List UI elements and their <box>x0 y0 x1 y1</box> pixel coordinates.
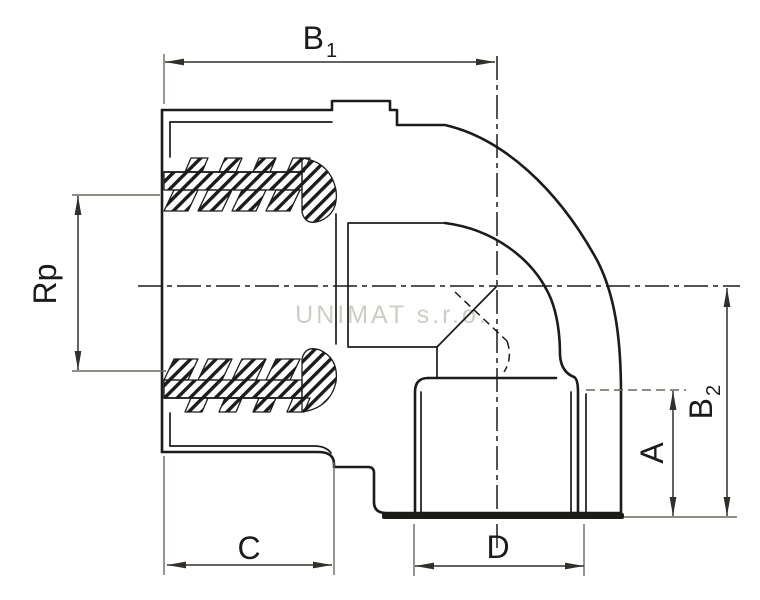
watermark-text: UNIMAT s.r.o. <box>295 301 489 329</box>
thread-band <box>163 171 303 191</box>
dimension-b2: B 2 <box>624 288 737 518</box>
extension-line <box>413 524 585 576</box>
inner-elbow-arc <box>443 221 576 379</box>
cone-edge <box>436 286 497 348</box>
thread-tooth <box>163 189 199 212</box>
label-b2: B 2 <box>683 385 725 419</box>
fitting-body <box>160 99 624 519</box>
outer-contour-top <box>160 99 623 514</box>
thread-root <box>252 397 277 413</box>
arrowhead <box>669 391 677 410</box>
arrowhead <box>669 497 677 516</box>
arrowhead <box>723 288 731 307</box>
thread-root <box>218 157 243 173</box>
thread-tooth <box>197 358 233 381</box>
dimension-d: D <box>413 524 585 576</box>
thread-runout <box>301 348 338 413</box>
label-b1-base: B <box>303 20 324 56</box>
arrowhead <box>476 58 495 66</box>
thread-tooth <box>265 189 301 212</box>
dimension-rp: Rp <box>27 194 166 372</box>
label-b2-base: B <box>683 398 719 419</box>
thread-root <box>218 397 243 413</box>
thread-tooth <box>231 358 267 381</box>
centerlines <box>138 56 740 548</box>
thread-tooth <box>265 358 301 381</box>
thread-root <box>184 157 209 173</box>
thread-runout <box>301 157 338 223</box>
chamfer-line-bottom <box>169 445 332 454</box>
label-rp: Rp <box>27 264 63 305</box>
thread-band <box>163 379 303 399</box>
arrowhead <box>74 351 82 370</box>
thread-tooth <box>163 358 199 381</box>
thread-root <box>252 157 277 173</box>
label-c: C <box>237 530 260 566</box>
extension-line <box>72 194 166 372</box>
extension-line <box>163 456 335 575</box>
arrowhead <box>165 58 184 66</box>
outlet-bottom-face <box>382 513 624 519</box>
bore-lines <box>335 213 446 348</box>
arrowhead <box>723 497 731 516</box>
arrowhead <box>167 561 186 569</box>
outlet-socket-right-wall <box>572 375 580 514</box>
label-b1-sub: 1 <box>326 40 337 62</box>
thread-tooth <box>197 189 233 212</box>
arrowhead <box>415 562 434 570</box>
outer-contour-bottom-left <box>160 450 623 515</box>
thread-tooth <box>231 189 267 212</box>
label-d: D <box>486 529 509 565</box>
label-b2-sub: 2 <box>703 385 725 396</box>
thread-root <box>184 397 209 413</box>
hidden-cone-edge <box>454 291 511 373</box>
dimension-c: C <box>163 456 335 575</box>
label-a: A <box>634 442 670 464</box>
dimension-b1: B 1 <box>163 20 495 104</box>
outlet-socket-chamfer-lines <box>420 391 587 513</box>
dimension-a: A <box>586 389 686 516</box>
arrowhead <box>565 562 584 570</box>
arrowhead <box>313 561 332 569</box>
thread-section-bottom <box>163 348 338 413</box>
arrowhead <box>74 196 82 215</box>
thread-section-top <box>163 157 338 223</box>
outlet-socket-left-wall <box>413 376 430 514</box>
